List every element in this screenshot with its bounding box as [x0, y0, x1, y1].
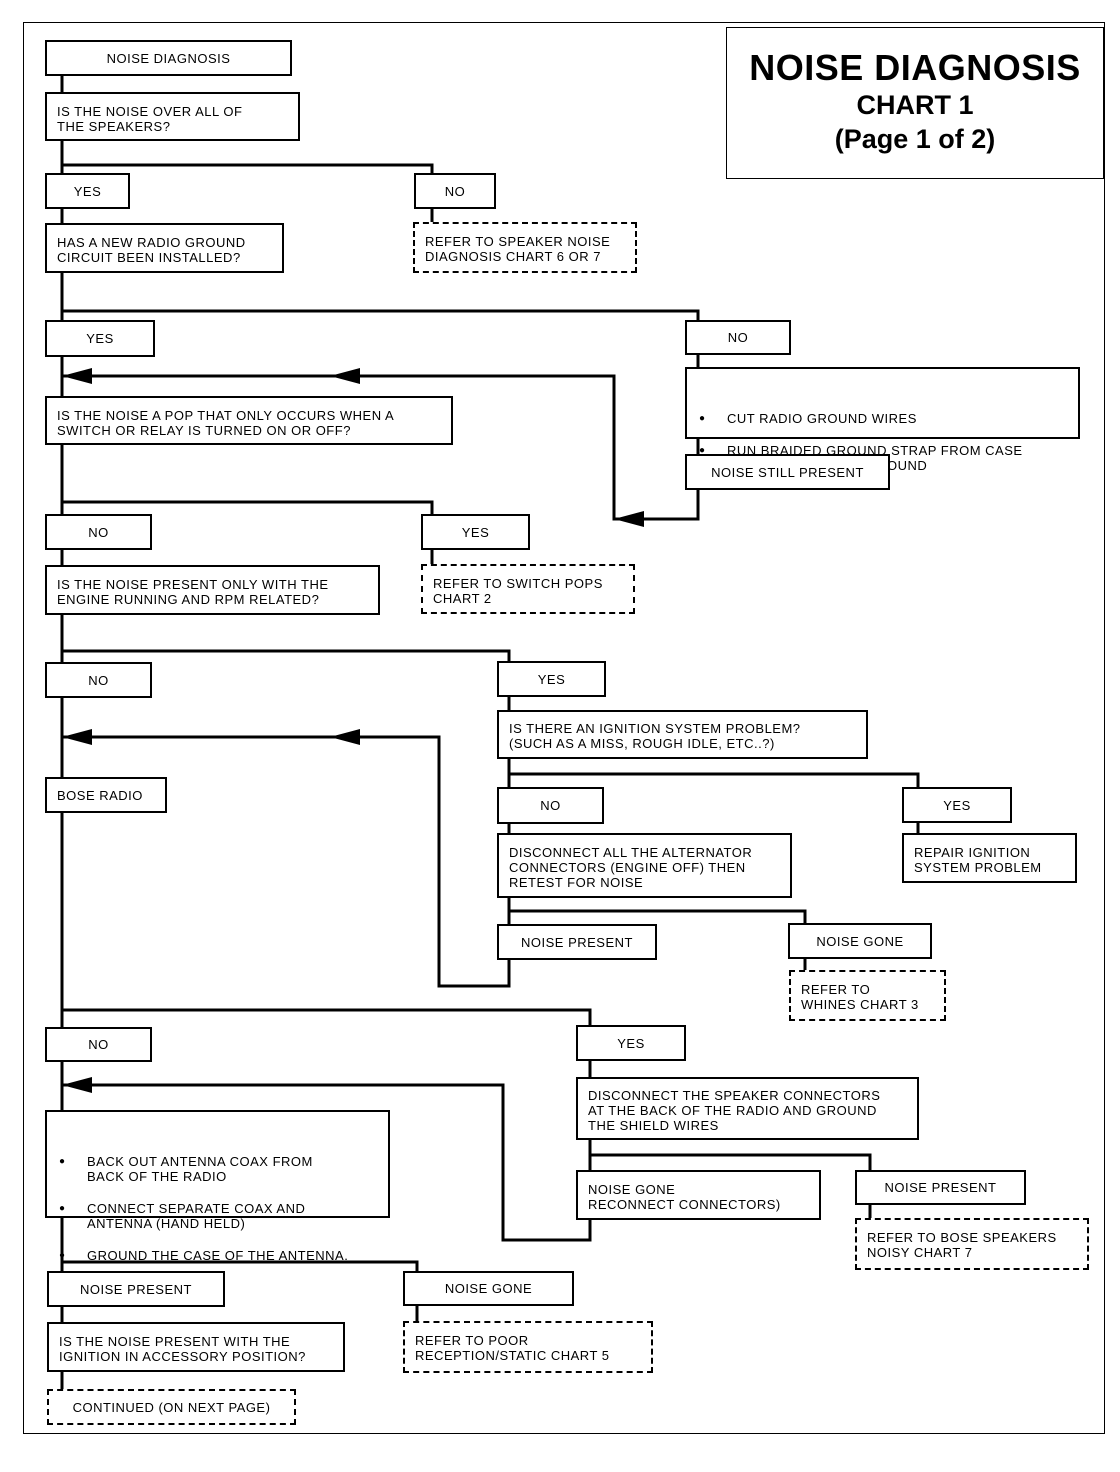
node-yes-5: YES: [902, 787, 1012, 823]
node-q-all-speakers: IS THE NOISE OVER ALL OF THE SPEAKERS?: [45, 92, 300, 141]
node-noise-still-present: NOISE STILL PRESENT: [685, 454, 890, 490]
node-action-alternator: DISCONNECT ALL THE ALTERNATOR CONNECTORS…: [497, 833, 792, 898]
action-ground-step-1: CUT RADIO GROUND WIRES: [699, 411, 1068, 426]
node-noise-gone-2: NOISE GONE: [403, 1271, 574, 1306]
node-q-engine-rpm: IS THE NOISE PRESENT ONLY WITH THE ENGIN…: [45, 565, 380, 615]
node-noise-present-2: NOISE PRESENT: [855, 1170, 1026, 1205]
node-no-6: NO: [45, 1027, 152, 1062]
node-action-antenna: BACK OUT ANTENNA COAX FROM BACK OF THE R…: [45, 1110, 390, 1263]
node-repair-ignition: REPAIR IGNITION SYSTEM PROBLEM: [902, 833, 1077, 883]
chart-number: CHART 1: [856, 90, 974, 120]
node-no-5: NO: [497, 787, 604, 824]
chart-page: (Page 1 of 2): [834, 124, 996, 154]
node-noise-gone-reconnect: NOISE GONE RECONNECT CONNECTORS): [576, 1170, 821, 1220]
node-no-2: NO: [685, 320, 791, 355]
node-q-ignition: IS THERE AN IGNITION SYSTEM PROBLEM? (SU…: [497, 710, 868, 759]
node-start: NOISE DIAGNOSIS: [45, 40, 292, 76]
node-action-ground: CUT RADIO GROUND WIRES RUN BRAIDED GROUN…: [685, 367, 1080, 473]
node-no-3: NO: [45, 514, 152, 550]
node-noise-gone-1: NOISE GONE: [788, 923, 932, 959]
node-ref-speaker-noise: REFER TO SPEAKER NOISE DIAGNOSIS CHART 6…: [413, 222, 637, 273]
node-noise-present-1: NOISE PRESENT: [497, 924, 657, 960]
node-q-pop: IS THE NOISE A POP THAT ONLY OCCURS WHEN…: [45, 396, 453, 445]
node-q-accessory: IS THE NOISE PRESENT WITH THE IGNITION I…: [47, 1322, 345, 1372]
node-ref-bose-speakers: REFER TO BOSE SPEAKERS NOISY CHART 7: [855, 1218, 1089, 1270]
node-continued: CONTINUED (ON NEXT PAGE): [47, 1389, 296, 1425]
node-ref-poor-reception: REFER TO POOR RECEPTION/STATIC CHART 5: [403, 1321, 653, 1373]
chart-title-block: NOISE DIAGNOSIS CHART 1 (Page 1 of 2): [726, 27, 1104, 179]
node-yes-3: YES: [421, 514, 530, 550]
node-bose-radio: BOSE RADIO: [45, 777, 167, 813]
action-antenna-step-3: GROUND THE CASE OF THE ANTENNA.: [59, 1248, 378, 1263]
node-noise-present-3: NOISE PRESENT: [47, 1271, 225, 1307]
action-antenna-step-2: CONNECT SEPARATE COAX AND ANTENNA (HAND …: [59, 1201, 378, 1231]
node-yes-1: YES: [45, 173, 130, 209]
node-no-4: NO: [45, 662, 152, 698]
node-no-1: NO: [414, 173, 496, 209]
node-q-new-ground: HAS A NEW RADIO GROUND CIRCUIT BEEN INST…: [45, 223, 284, 273]
chart-title: NOISE DIAGNOSIS: [749, 47, 1081, 88]
node-action-speaker-connectors: DISCONNECT THE SPEAKER CONNECTORS AT THE…: [576, 1077, 919, 1140]
node-ref-switch-pops: REFER TO SWITCH POPS CHART 2: [421, 564, 635, 614]
node-ref-whines: REFER TO WHINES CHART 3: [789, 970, 946, 1021]
node-yes-4: YES: [497, 661, 606, 697]
action-antenna-step-1: BACK OUT ANTENNA COAX FROM BACK OF THE R…: [59, 1154, 378, 1184]
page-frame: [23, 22, 1105, 1434]
node-yes-6: YES: [576, 1025, 686, 1061]
node-yes-2: YES: [45, 320, 155, 357]
